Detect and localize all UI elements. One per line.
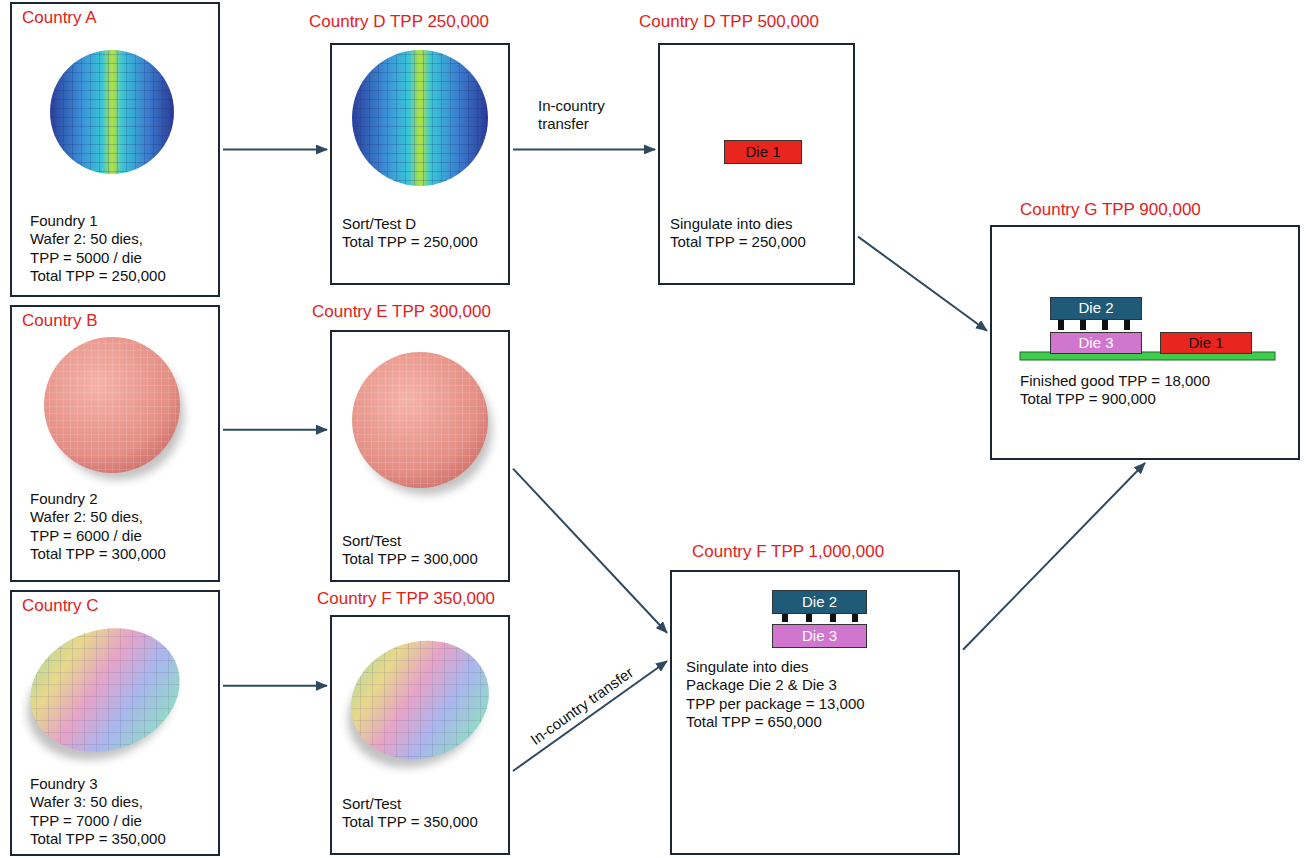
country-heading: Country C bbox=[22, 596, 99, 616]
process-box: Country D TPP 250,000Sort/Test DTotal TP… bbox=[330, 43, 510, 285]
process-box: Country G TPP 900,000Finished good TPP =… bbox=[990, 225, 1300, 460]
box-text: Wafer 3: 50 dies, bbox=[30, 793, 166, 811]
die-block: Die 1 bbox=[724, 140, 802, 164]
box-text: Wafer 2: 50 dies, bbox=[30, 508, 166, 526]
box-body: Foundry 2Wafer 2: 50 dies,TPP = 6000 / d… bbox=[30, 490, 166, 563]
box-text: Total TPP = 900,000 bbox=[1020, 390, 1210, 408]
wafer-pink bbox=[44, 337, 184, 480]
die-label: Die 1 bbox=[745, 144, 780, 161]
flow-arrow bbox=[223, 149, 327, 151]
process-box: Country F TPP 350,000Sort/TestTotal TPP … bbox=[330, 615, 510, 855]
box-text: TPP = 7000 / die bbox=[30, 812, 166, 830]
wafer-rainbow bbox=[334, 623, 505, 784]
wafer-pink bbox=[352, 352, 492, 495]
country-heading: Country D TPP 500,000 bbox=[639, 12, 819, 32]
box-text: Singulate into dies bbox=[686, 658, 865, 676]
box-text: Foundry 3 bbox=[30, 775, 166, 793]
box-body: Foundry 1Wafer 2: 50 dies,TPP = 5000 / d… bbox=[30, 212, 166, 285]
box-text: Total TPP = 250,000 bbox=[30, 267, 166, 285]
edge-label: In-country transfer bbox=[536, 97, 632, 133]
process-box: Country F TPP 1,000,000Singulate into di… bbox=[670, 570, 960, 855]
die-block: Die 1 bbox=[1160, 332, 1252, 354]
country-heading: Country B bbox=[22, 311, 98, 331]
process-box: Country C Foundry 3Wafer 3: 50 dies,TPP =… bbox=[10, 590, 220, 856]
die-label: Die 1 bbox=[1188, 335, 1223, 352]
country-heading: Country A bbox=[22, 8, 97, 28]
box-body: Foundry 3Wafer 3: 50 dies,TPP = 7000 / d… bbox=[30, 775, 166, 848]
flow-arrow bbox=[513, 469, 667, 633]
wafer-blue bbox=[50, 50, 174, 174]
box-text: Sort/Test D bbox=[342, 215, 478, 233]
flow-arrow bbox=[513, 148, 655, 150]
die-label: Die 2 bbox=[802, 594, 837, 611]
country-heading: Country D TPP 250,000 bbox=[309, 12, 489, 32]
box-body: Singulate into diesPackage Die 2 & Die 3… bbox=[686, 658, 865, 731]
die-block: Die 2 bbox=[1050, 297, 1142, 320]
box-text: Total TPP = 300,000 bbox=[342, 550, 478, 568]
wafer-rainbow bbox=[12, 609, 196, 778]
process-box: Country E TPP 300,000Sort/TestTotal TPP … bbox=[330, 330, 510, 582]
box-text: Total TPP = 350,000 bbox=[342, 813, 478, 831]
country-heading: Country G TPP 900,000 bbox=[1020, 200, 1201, 220]
flow-arrow bbox=[223, 429, 327, 431]
die-label: Die 3 bbox=[1078, 335, 1113, 352]
box-body: Singulate into diesTotal TPP = 250,000 bbox=[670, 215, 806, 252]
country-heading: Country F TPP 350,000 bbox=[317, 589, 495, 609]
edge-label: In-country transfer bbox=[526, 662, 639, 750]
process-box: Country A Foundry 1Wafer 2: 50 dies,TPP =… bbox=[10, 2, 220, 297]
box-text: Total TPP = 250,000 bbox=[342, 233, 478, 251]
flow-arrow bbox=[223, 685, 327, 687]
box-body: Finished good TPP = 18,000Total TPP = 90… bbox=[1020, 372, 1210, 409]
box-text: TPP = 5000 / die bbox=[30, 249, 166, 267]
flow-arrow bbox=[513, 661, 667, 771]
box-body: Sort/TestTotal TPP = 350,000 bbox=[342, 795, 478, 832]
process-box: Country B Foundry 2Wafer 2: 50 dies,TPP =… bbox=[10, 305, 220, 582]
box-text: Total TPP = 350,000 bbox=[30, 830, 166, 848]
die-block: Die 2 bbox=[772, 590, 867, 614]
box-text: Sort/Test bbox=[342, 795, 478, 813]
box-text: Total TPP = 300,000 bbox=[30, 545, 166, 563]
die-block: Die 3 bbox=[1050, 332, 1142, 354]
country-heading: Country E TPP 300,000 bbox=[312, 302, 491, 322]
box-text: Wafer 2: 50 dies, bbox=[30, 230, 166, 248]
flow-arrow bbox=[858, 237, 987, 331]
die-label: Die 3 bbox=[802, 628, 837, 645]
process-box: Country D TPP 500,000Singulate into dies… bbox=[658, 43, 855, 285]
box-text: Foundry 1 bbox=[30, 212, 166, 230]
box-text: TPP per package = 13,000 bbox=[686, 695, 865, 713]
box-text: Sort/Test bbox=[342, 532, 478, 550]
box-text: TPP = 6000 / die bbox=[30, 527, 166, 545]
box-body: Sort/TestTotal TPP = 300,000 bbox=[342, 532, 478, 569]
wafer-blue bbox=[352, 50, 488, 186]
box-text: Total TPP = 650,000 bbox=[686, 713, 865, 731]
box-text: Package Die 2 & Die 3 bbox=[686, 676, 865, 694]
country-heading: Country F TPP 1,000,000 bbox=[692, 542, 884, 562]
box-text: Foundry 2 bbox=[30, 490, 166, 508]
box-text: Singulate into dies bbox=[670, 215, 806, 233]
box-body: Sort/Test DTotal TPP = 250,000 bbox=[342, 215, 478, 252]
flow-arrow bbox=[963, 463, 1145, 650]
die-block: Die 3 bbox=[772, 624, 867, 648]
die-label: Die 2 bbox=[1078, 300, 1113, 317]
box-text: Finished good TPP = 18,000 bbox=[1020, 372, 1210, 390]
box-text: Total TPP = 250,000 bbox=[670, 233, 806, 251]
